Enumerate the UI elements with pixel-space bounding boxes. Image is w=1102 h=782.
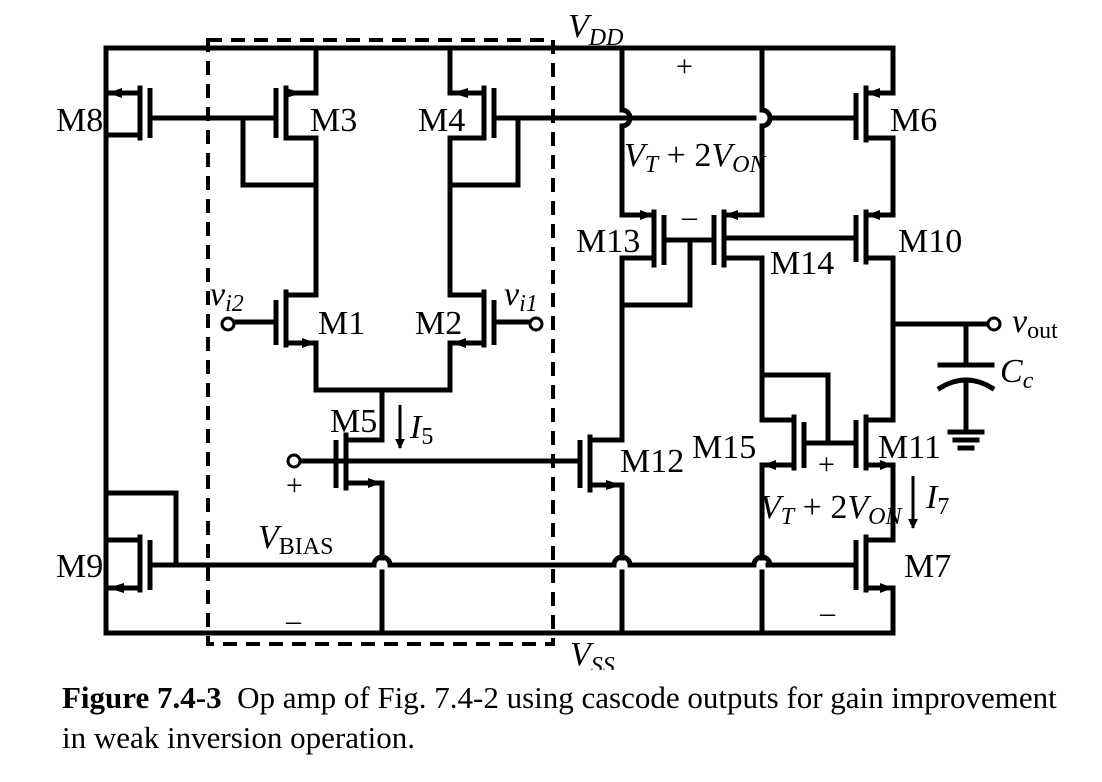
transistor-m4 [447,45,615,298]
label-m5: M5 [330,403,377,440]
vss-label: VSS [570,636,615,670]
figure-caption: Figure 7.4-3 Op amp of Fig. 7.4-2 using … [62,678,1062,758]
transistor-m5 [286,387,583,636]
output-node [890,316,1002,451]
top-bias-plus: + [676,50,693,83]
vbias-minus: – [285,604,302,637]
label-m7: M7 [904,548,951,585]
bottom-bias-plus: + [818,448,835,481]
label-m4: M4 [418,102,465,139]
transistor-m6 [853,45,896,213]
transistor-m14 [711,209,857,378]
vdd-label: VDD [568,8,623,51]
label-m9: M9 [56,548,103,585]
label-m14: M14 [770,245,834,282]
label-m12: M12 [620,443,684,480]
cc-label: Cc [1000,353,1034,394]
bottom-bias-label: VT + 2VON [760,489,903,530]
transistor-m2 [447,289,544,393]
label-m10: M10 [898,223,962,260]
input-stage-box [206,38,555,646]
vbias-label: VBIAS [258,519,333,560]
transistor-m3 [240,45,319,298]
caption-figure-number: Figure 7.4-3 [62,680,222,715]
transistor-m8 [103,85,279,141]
vbias-plus: + [286,469,303,502]
caption-text: Op amp of Fig. 7.4-2 using cascode outpu… [62,680,1057,755]
transistor-m12 [577,302,633,636]
label-m13: M13 [576,223,640,260]
vout-label: vout [1012,303,1058,344]
label-m1: M1 [318,305,365,342]
transistor-m9 [103,490,859,593]
transistor-m15 [751,372,859,636]
transistor-m13 [619,209,717,308]
top-bias-label: VT + 2VON [624,137,767,178]
label-m15: M15 [692,429,756,466]
bottom-bias-minus: – [819,596,836,629]
top-bias-minus: – [681,200,698,233]
label-m11: M11 [878,429,941,466]
i5-label: I5 [409,409,433,450]
label-m3: M3 [310,102,357,139]
transistor-m11 [853,414,896,543]
transistor-m10 [853,209,896,423]
i7-label: I7 [925,479,949,520]
op-amp-schematic: M8 M3 M4 M6 M1 M2 M5 M13 M14 M10 M12 M15… [56,8,1058,679]
label-m2: M2 [415,305,462,342]
label-m6: M6 [890,102,937,139]
vi2-label: vi2 [210,276,244,317]
transistor-m7 [853,534,896,636]
bias-network-top [609,45,859,218]
vi1-label: vi1 [504,276,538,317]
transistor-m1 [220,289,319,393]
label-m8: M8 [56,102,103,139]
